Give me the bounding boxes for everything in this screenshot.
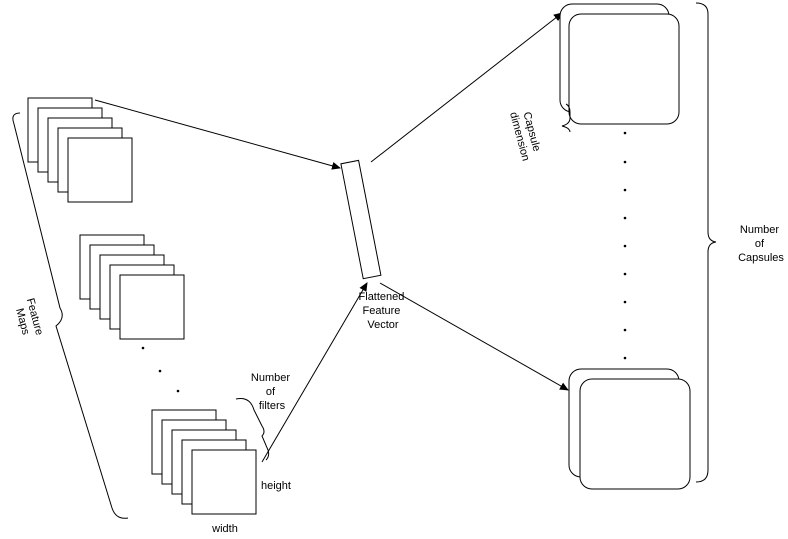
- capsule-ellipsis: [623, 131, 627, 360]
- arrow-filters-to-vector: [261, 282, 368, 463]
- capsule-dimension-brace: [561, 103, 571, 133]
- number-of-capsules-brace: [695, 2, 717, 483]
- width-label: width: [211, 523, 238, 535]
- feature-map-stack-3: [151, 409, 257, 515]
- feature-maps-label: Feature Maps: [11, 297, 46, 343]
- feature-map-stack-2: [79, 234, 185, 340]
- feature-maps-brace: [12, 112, 129, 519]
- number-of-capsules-label: Number of Capsules: [738, 224, 784, 264]
- arrow-vector-to-bottom-capsule: [379, 282, 569, 391]
- flattened-feature-vector: [340, 159, 382, 280]
- arrow-feature-maps-to-vector: [94, 99, 341, 170]
- flattened-feature-vector-label: Flattened Feature Vector: [359, 291, 408, 331]
- capsule-bottom: [568, 368, 691, 490]
- height-label: height: [261, 480, 291, 492]
- capsule-dimension-label: Capsule dimension: [507, 107, 544, 162]
- feature-map-stack-1: [27, 97, 133, 203]
- capsule-top: [559, 3, 680, 125]
- feature-map-ellipsis: [141, 346, 180, 393]
- arrow-vector-to-top-capsule: [370, 12, 563, 163]
- number-of-filters-label: Number of filters: [251, 372, 293, 412]
- number-of-filters-brace: [235, 398, 270, 461]
